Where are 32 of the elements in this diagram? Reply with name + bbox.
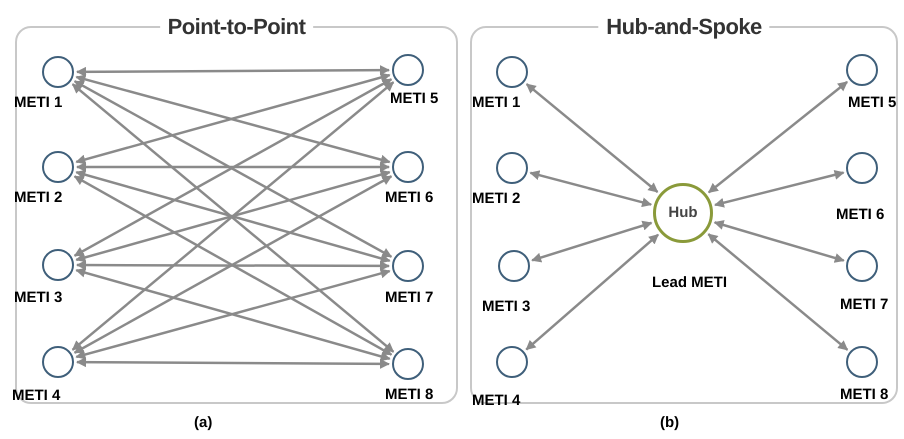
node-label: METI 7 <box>840 295 888 315</box>
double-arrow <box>531 220 652 262</box>
double-arrow <box>76 260 390 271</box>
node-label: METI 3 <box>482 297 530 317</box>
double-arrow <box>526 83 658 193</box>
node-label: Lead METI <box>652 273 728 293</box>
node-label: METI 5 <box>848 93 896 113</box>
node-label: METI 2 <box>14 188 62 208</box>
double-arrow <box>76 162 390 172</box>
double-arrow <box>708 233 848 351</box>
double-arrow <box>714 220 845 263</box>
node-label: METI 2 <box>472 189 520 209</box>
double-arrow <box>714 170 845 208</box>
node-label: METI 4 <box>472 391 520 411</box>
node-label: METI 5 <box>390 89 438 109</box>
node-label: METI 4 <box>12 386 60 406</box>
node-label: METI 3 <box>14 288 62 308</box>
double-arrow <box>529 170 652 208</box>
panel-caption: (a) <box>194 413 212 433</box>
double-arrow <box>708 80 848 194</box>
hub-label: Hub <box>668 202 698 223</box>
double-arrow <box>76 65 390 77</box>
node-label: METI 8 <box>840 385 888 405</box>
node-label: METI 6 <box>836 205 884 225</box>
node-label: METI 1 <box>472 93 520 113</box>
node-label: METI 1 <box>14 93 62 113</box>
node-label: METI 8 <box>385 385 434 405</box>
node-label: METI 6 <box>385 188 434 208</box>
node-label: METI 7 <box>385 288 434 308</box>
double-arrow <box>526 234 659 350</box>
panel-caption: (b) <box>660 413 680 433</box>
double-arrow <box>76 357 390 369</box>
